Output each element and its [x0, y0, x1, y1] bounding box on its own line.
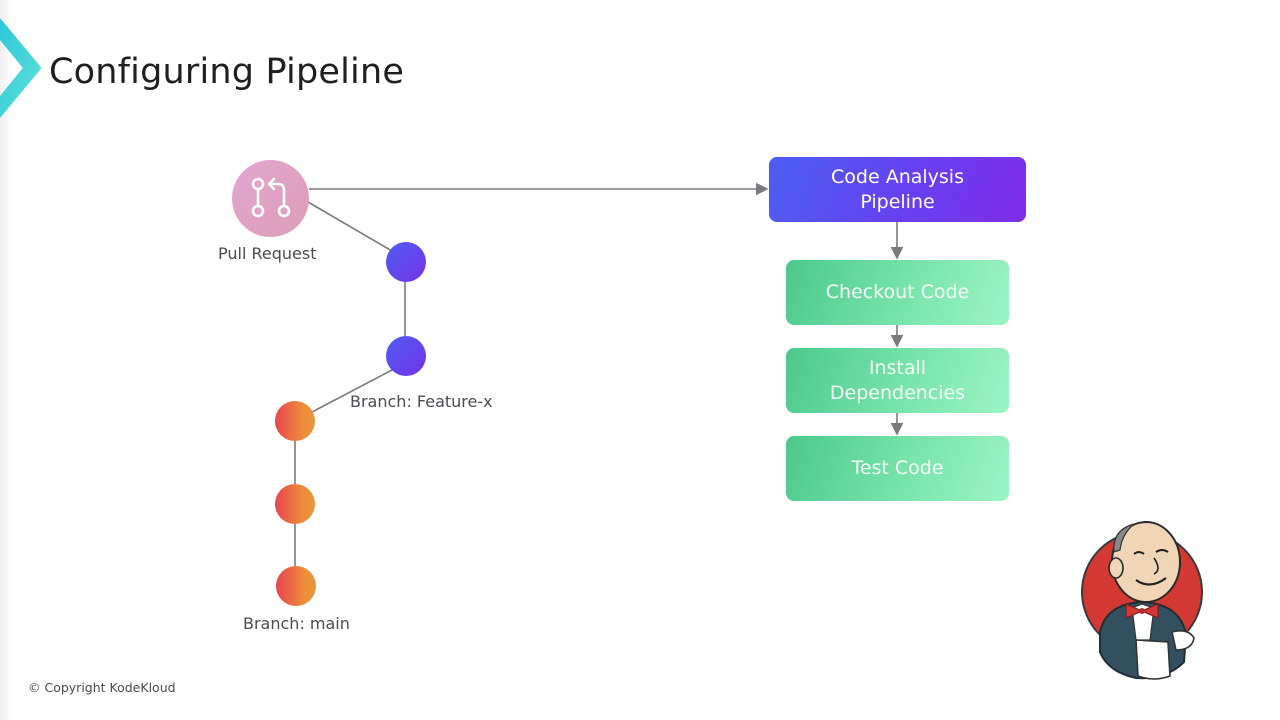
main-commit-node — [275, 401, 315, 441]
page-title: Configuring Pipeline — [49, 52, 405, 92]
feature-commit-node — [386, 336, 426, 376]
stage-label-line2: Dependencies — [829, 381, 966, 404]
git-pull-request-icon — [251, 177, 291, 218]
pipeline-title-line1: Code Analysis — [831, 165, 964, 188]
kodekloud-chevron-icon — [0, 18, 41, 118]
stage-test-code: Test Code — [786, 436, 1009, 501]
code-analysis-pipeline-box: Code Analysis Pipeline — [769, 157, 1026, 222]
stage-label-line1: Install — [868, 356, 927, 379]
feature-to-main-line — [311, 369, 393, 413]
main-commit-node — [276, 566, 316, 606]
feature-branch-label: Branch: Feature-x — [350, 392, 493, 411]
main-branch-label: Branch: main — [243, 614, 350, 633]
left-edge-shade — [0, 0, 14, 720]
stage-install-dependencies: Install Dependencies — [786, 348, 1009, 413]
jenkins-butler-icon — [1081, 521, 1203, 680]
copyright-text: © Copyright KodeKloud — [28, 680, 176, 695]
pull-request-label: Pull Request — [218, 244, 317, 263]
pipeline-title-line2: Pipeline — [860, 190, 935, 213]
feature-commit-node — [386, 242, 426, 282]
stage-label: Test Code — [851, 457, 944, 479]
main-commit-node — [275, 484, 315, 524]
stage-checkout-code: Checkout Code — [786, 260, 1009, 325]
stage-label: Checkout Code — [825, 281, 970, 303]
pr-to-feature-line — [307, 201, 393, 252]
pull-request-node — [232, 160, 309, 237]
